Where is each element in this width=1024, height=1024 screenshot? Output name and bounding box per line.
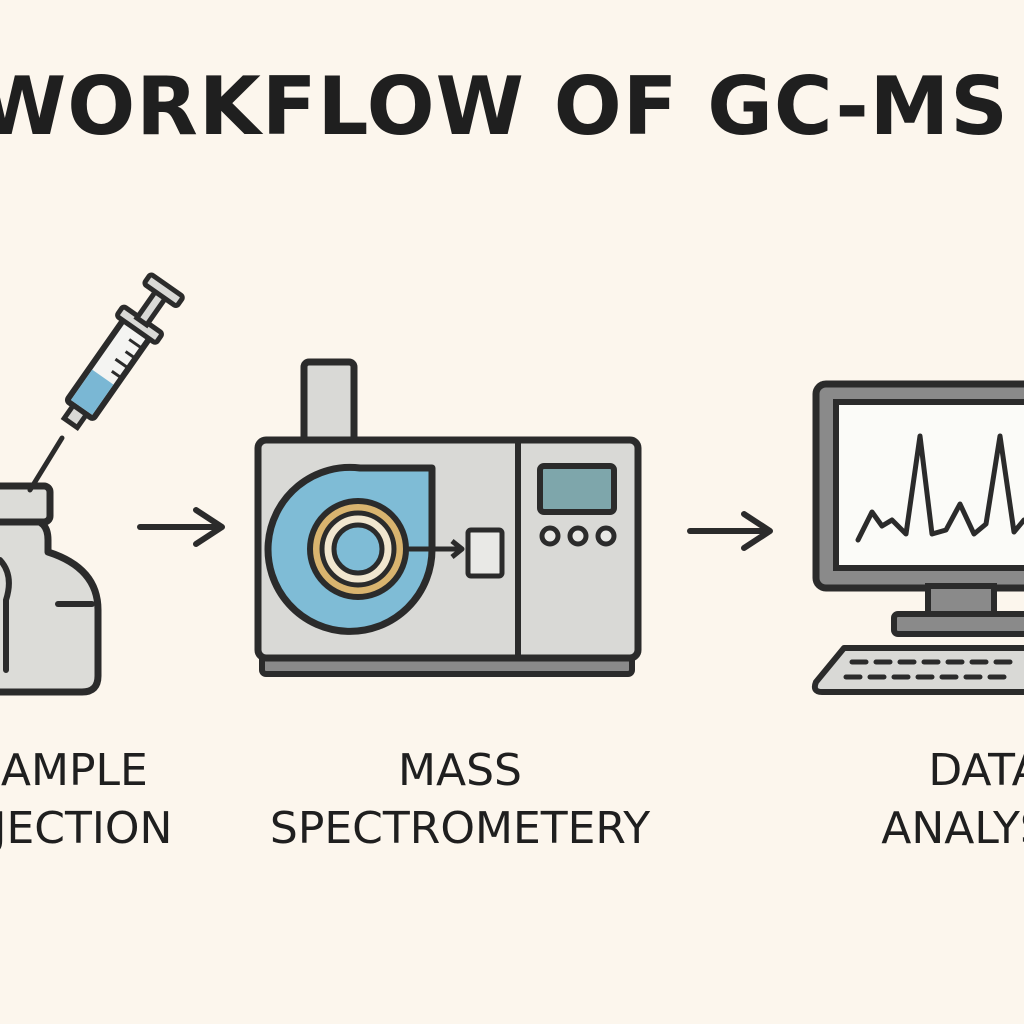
diagram-title: WORKFLOW OF GC-MS ANALYSIS bbox=[0, 62, 1024, 152]
computer-monitor-icon bbox=[811, 380, 1024, 695]
step-label-mass-spectrometry: MASS SPECTROMETERY bbox=[250, 742, 670, 858]
step-label-line: MASS bbox=[398, 745, 522, 796]
step-label-line: INJECTION bbox=[0, 803, 173, 854]
arrow-right-icon bbox=[687, 511, 773, 551]
arrow-right-icon bbox=[137, 507, 225, 547]
step-label-line: SPECTROMETERY bbox=[269, 803, 651, 854]
step-label-line: ANALYSIS bbox=[881, 803, 1024, 854]
diagram-title-wrap: WORKFLOW OF GC-MS ANALYSIS bbox=[0, 62, 1024, 152]
syringe-vial-icon bbox=[0, 272, 185, 696]
mass-spectrometer-icon bbox=[254, 358, 642, 677]
